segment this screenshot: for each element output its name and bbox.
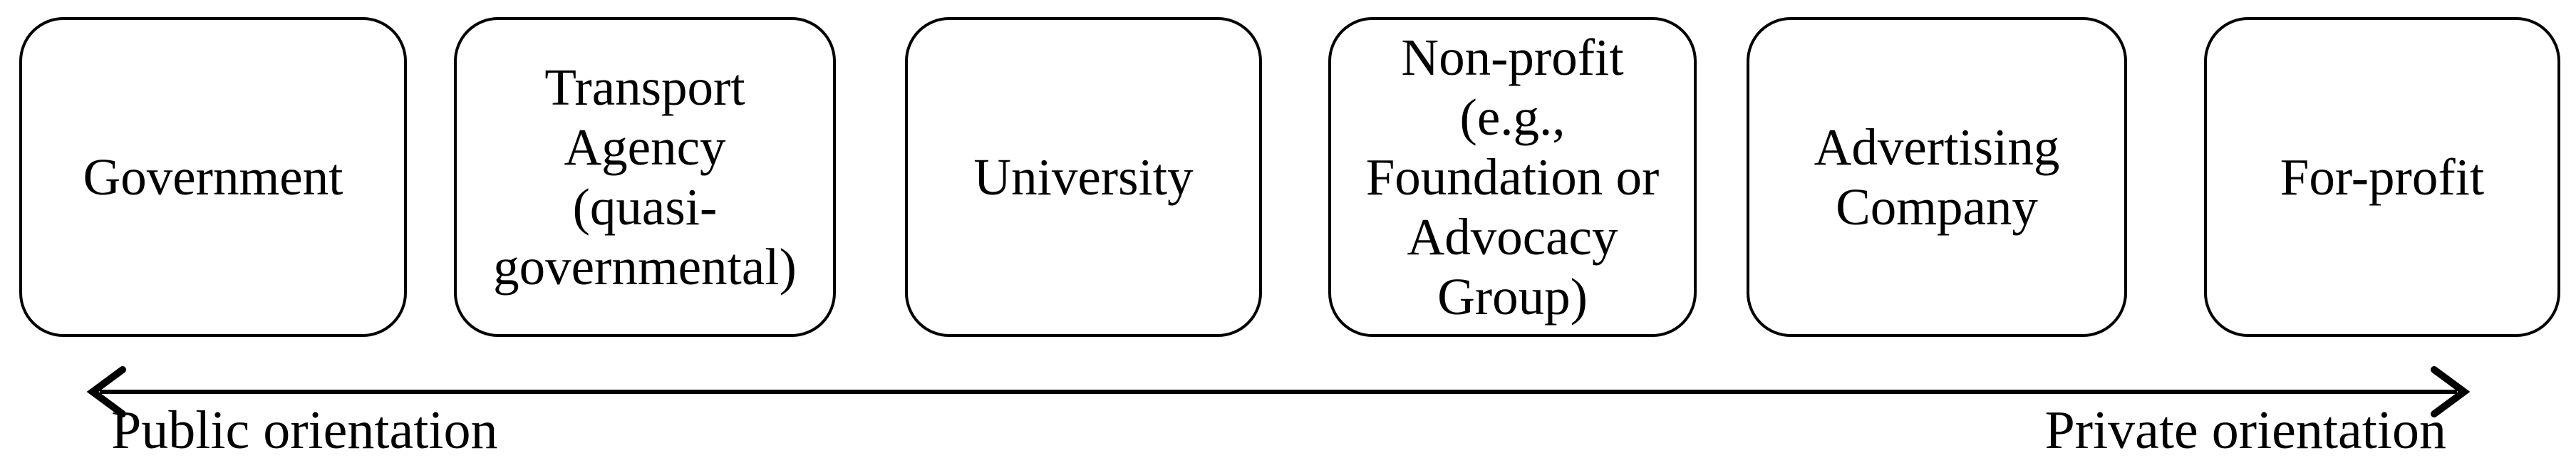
org-box-label-for-profit: For-profit (2280, 147, 2485, 206)
left-arrowhead-icon (86, 366, 126, 417)
org-box-label-university: University (973, 147, 1194, 206)
orientation-axis-double-arrow (86, 366, 2471, 417)
org-box-university: University (905, 17, 1262, 337)
org-box-government: Government (19, 17, 407, 337)
private-orientation-label: Private orientation (2044, 400, 2446, 460)
right-arrowhead-icon (2431, 366, 2471, 417)
public-orientation-label: Public orientation (111, 400, 498, 460)
org-box-label-government: Government (83, 147, 343, 206)
org-box-for-profit: For-profit (2204, 17, 2560, 337)
